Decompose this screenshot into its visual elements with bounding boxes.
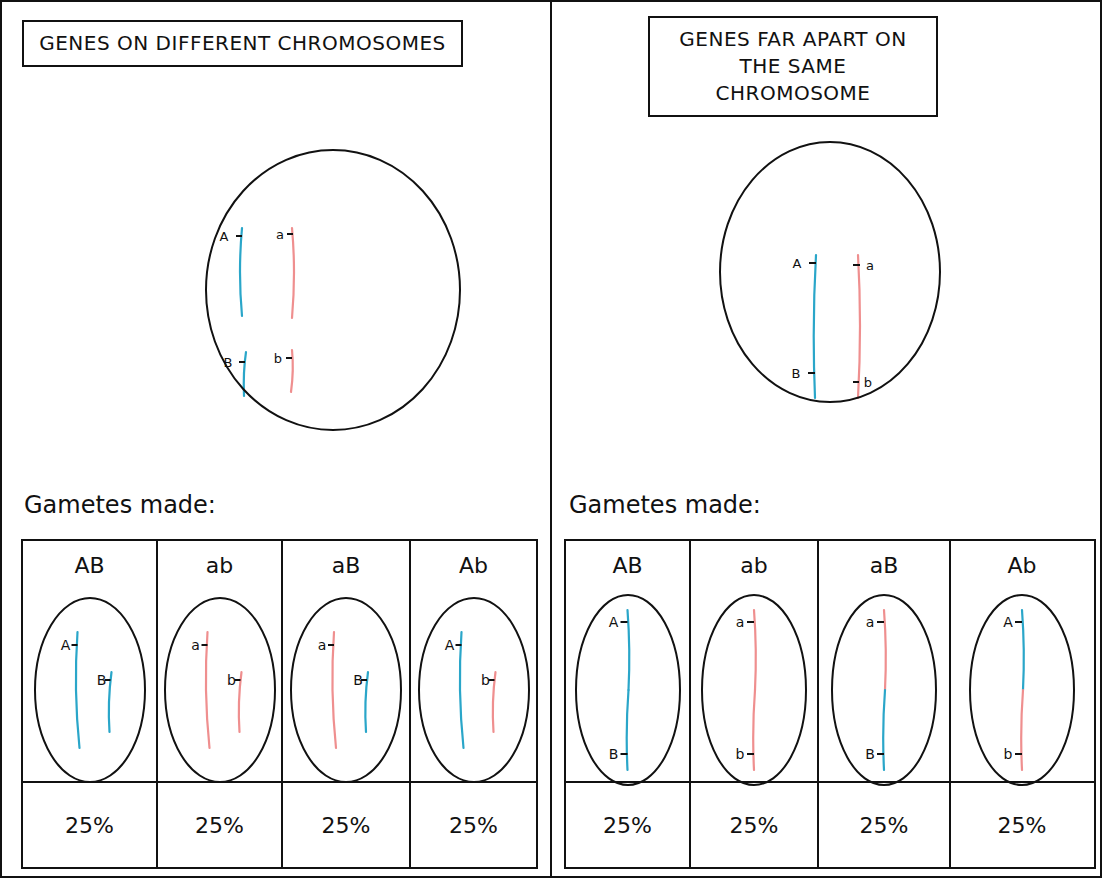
- cell-outline: AaBb: [717, 139, 943, 405]
- allele-label: A: [609, 615, 619, 629]
- allele-label: b: [1004, 747, 1013, 761]
- gamete-cell: ab: [162, 595, 278, 785]
- cell-membrane: [717, 139, 943, 405]
- gamete-genotype: AB: [74, 555, 104, 577]
- gamete-genotype: ab: [206, 555, 233, 577]
- cell-membrane: [699, 592, 809, 788]
- allele-label: A: [61, 638, 71, 652]
- gamete-cell: ab: [699, 592, 809, 788]
- gamete-percentage: 25%: [603, 815, 652, 837]
- allele-label: b: [864, 376, 872, 389]
- gamete-cell: Ab: [967, 592, 1077, 788]
- allele-label: A: [1003, 615, 1013, 629]
- gamete-percentage: 25%: [322, 815, 371, 837]
- cell-outline: AaBb: [203, 147, 463, 433]
- section-heading: Gametes made:: [24, 493, 216, 517]
- allele-label: a: [866, 259, 874, 272]
- allele-label: B: [224, 356, 233, 369]
- allele-label: B: [609, 747, 619, 761]
- allele-label: b: [736, 747, 745, 761]
- gamete-genotype: aB: [870, 555, 899, 577]
- title-box: GENES ON DIFFERENT CHROMOSOMES: [22, 20, 463, 67]
- gamete-cell: aB: [288, 595, 404, 785]
- cell-membrane: [288, 595, 404, 785]
- allele-label: a: [191, 638, 200, 652]
- gamete-percentage: 25%: [195, 815, 244, 837]
- cell-membrane: [203, 147, 463, 433]
- gamete-cell: AB: [32, 595, 148, 785]
- title-text: GENES FAR APART ON THE SAME CHROMOSOME: [664, 26, 922, 107]
- gamete-genotype: AB: [612, 555, 642, 577]
- gamete-percentage: 25%: [998, 815, 1047, 837]
- allele-label: b: [274, 352, 282, 365]
- gamete-genotype: Ab: [459, 555, 488, 577]
- gamete-cell: aB: [829, 592, 939, 788]
- allele-label: B: [792, 367, 801, 380]
- allele-label: a: [866, 615, 875, 629]
- allele-label: b: [481, 673, 490, 687]
- allele-label: B: [865, 747, 875, 761]
- cell-membrane: [573, 592, 683, 788]
- gamete-cell: Ab: [416, 595, 532, 785]
- cell-membrane: [829, 592, 939, 788]
- allele-label: b: [227, 673, 236, 687]
- allele-label: B: [353, 673, 363, 687]
- allele-label: A: [220, 230, 229, 243]
- allele-label: A: [445, 638, 455, 652]
- gamete-genotype: aB: [332, 555, 361, 577]
- gamete-percentage: 25%: [860, 815, 909, 837]
- section-heading: Gametes made:: [569, 493, 761, 517]
- cell-membrane: [162, 595, 278, 785]
- allele-label: A: [793, 257, 802, 270]
- gamete-percentage: 25%: [730, 815, 779, 837]
- gamete-percentage: 25%: [65, 815, 114, 837]
- gamete-cell: AB: [573, 592, 683, 788]
- title-box: GENES FAR APART ON THE SAME CHROMOSOME: [648, 16, 938, 117]
- cell-membrane: [416, 595, 532, 785]
- cell-membrane: [967, 592, 1077, 788]
- allele-label: a: [318, 638, 327, 652]
- title-text: GENES ON DIFFERENT CHROMOSOMES: [38, 30, 447, 57]
- gamete-genotype: Ab: [1007, 555, 1036, 577]
- gamete-percentage: 25%: [449, 815, 498, 837]
- cell-membrane: [32, 595, 148, 785]
- allele-label: a: [736, 615, 745, 629]
- allele-label: B: [97, 673, 107, 687]
- allele-label: a: [276, 228, 284, 241]
- gamete-genotype: ab: [740, 555, 767, 577]
